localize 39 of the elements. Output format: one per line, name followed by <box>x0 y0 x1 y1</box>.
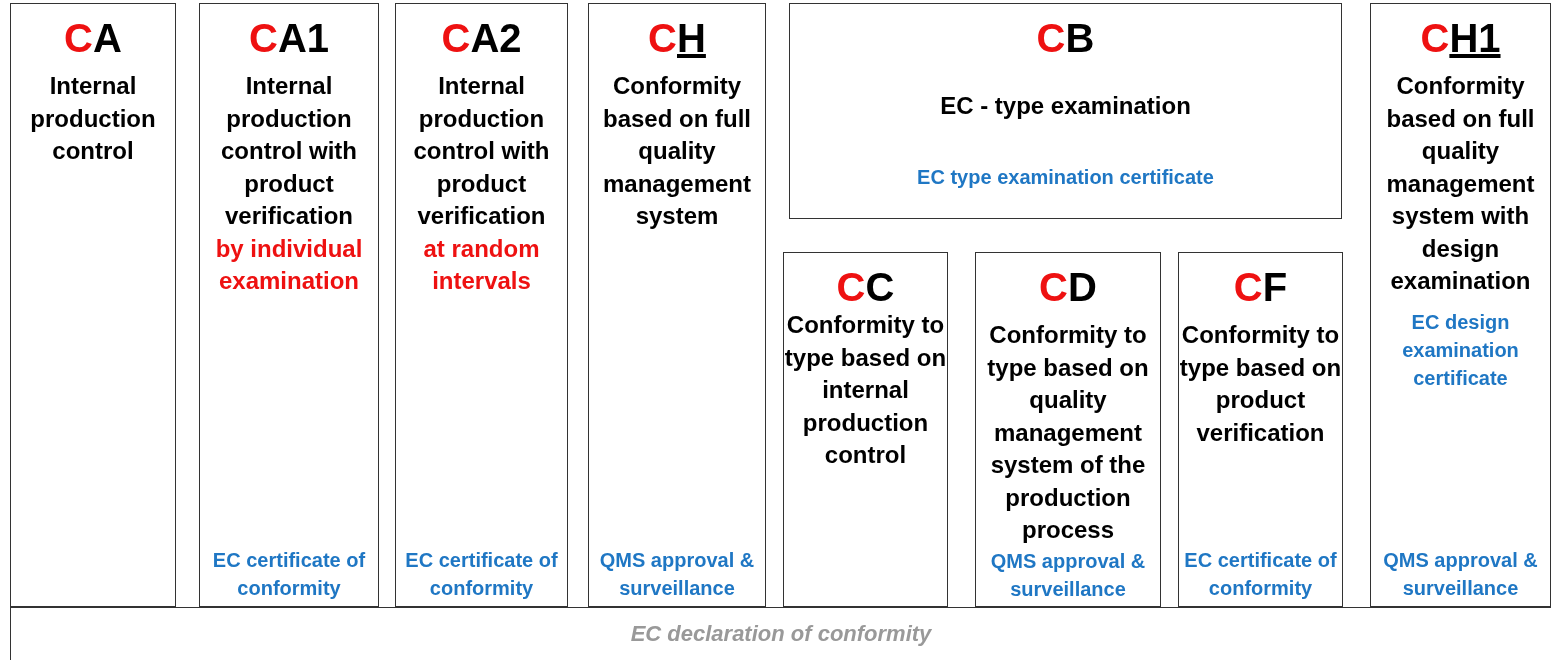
module-box <box>10 3 176 607</box>
module-title: Conformity to type based on quality management system of the production process <box>986 320 1150 545</box>
module-code: CC <box>836 265 895 309</box>
certificate-label: EC design examination certificate <box>1401 309 1520 391</box>
module-code: CH1 <box>1420 16 1501 60</box>
certificate-label: QMS approval & surveillance <box>989 548 1147 602</box>
certificate-label: QMS approval & surveillance <box>1382 548 1539 601</box>
module-title: EC - type examination <box>940 91 1191 121</box>
module-box <box>1178 252 1343 607</box>
module-box <box>789 3 1342 219</box>
declaration-band <box>10 607 1551 660</box>
module-box <box>588 3 766 607</box>
module-title: Internal production control with product verification <box>220 71 358 231</box>
certificate-label: QMS approval & surveillance <box>598 548 756 601</box>
module-code: CA <box>64 16 122 60</box>
module-code: CA1 <box>249 16 329 60</box>
certificate-label: EC certificate of conformity <box>1183 548 1338 601</box>
module-box <box>975 252 1161 607</box>
module-box <box>395 3 568 607</box>
module-title: Internal production control <box>29 71 157 166</box>
module-code: CF <box>1233 265 1288 309</box>
module-code: CH <box>648 16 706 60</box>
module-box <box>1370 3 1551 607</box>
certificate-label: EC type examination certificate <box>917 164 1214 190</box>
module-box <box>199 3 379 607</box>
module-code: CD <box>1039 265 1097 309</box>
module-title: Internal production control with product verification <box>412 71 551 231</box>
module-title: Conformity to type based on internal production control <box>784 310 947 470</box>
module-box <box>783 252 948 607</box>
title-qualifier: by individual examination <box>214 233 364 296</box>
certificate-label: EC certificate of conformity <box>404 548 559 601</box>
certificate-label: EC certificate of conformity <box>211 548 367 601</box>
module-title: Conformity based on full quality management system <box>601 71 752 231</box>
module-code: CB <box>1036 16 1095 60</box>
module-title: Conformity to type based on product verification <box>1179 320 1342 448</box>
module-title: Conformity based on full quality management system with design examination <box>1385 71 1536 296</box>
module-code: CA2 <box>441 16 522 60</box>
declaration-label: EC declaration of conformity <box>630 621 932 647</box>
title-qualifier: at random intervals <box>422 233 541 296</box>
